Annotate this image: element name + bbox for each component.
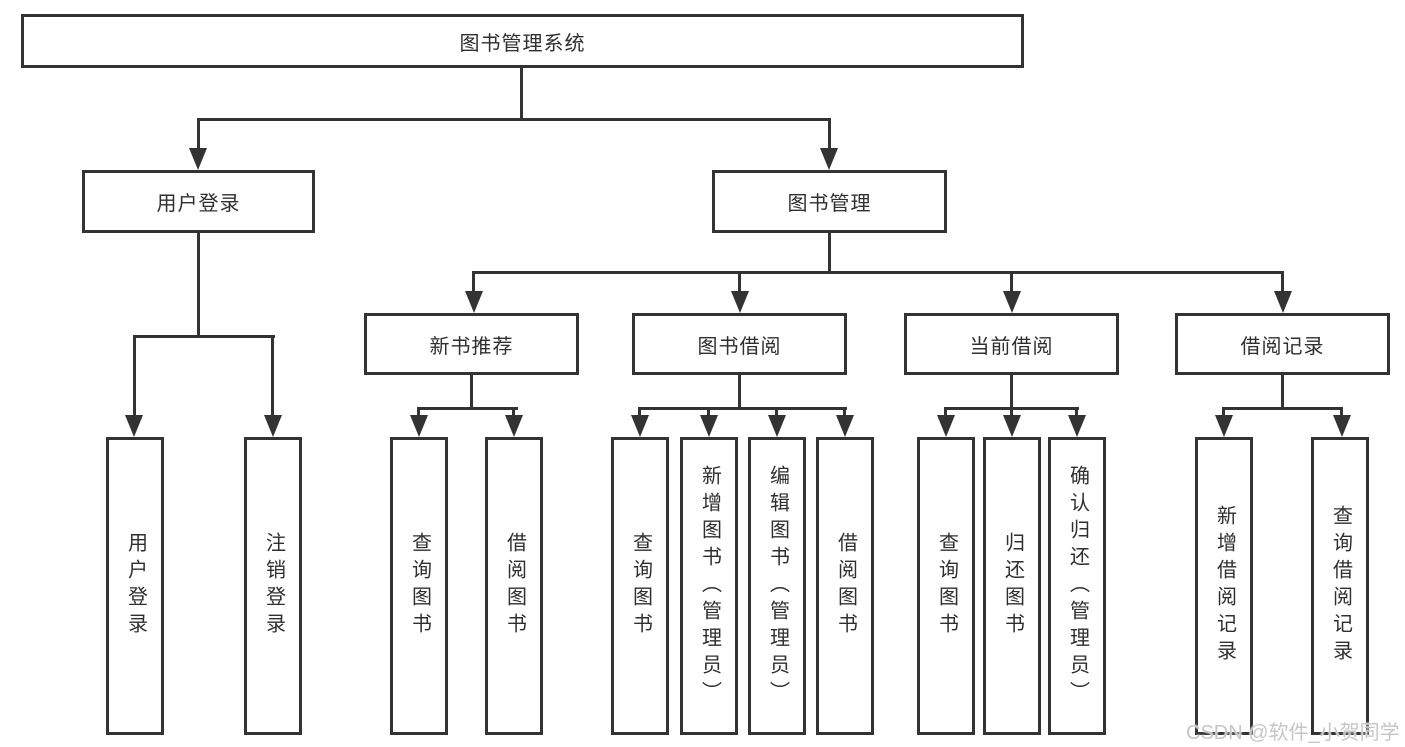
- leaf-query-books-recommend-label: 查询图书: [408, 532, 431, 640]
- node-book-borrowing-label: 图书借阅: [697, 335, 782, 358]
- connector-line: [843, 407, 846, 417]
- leaf-user-login-label: 用户登录: [124, 532, 147, 640]
- arrowhead-down: [937, 415, 955, 437]
- arrowhead-down: [768, 415, 786, 437]
- leaf-query-borrow-record: 查询借阅记录: [1311, 437, 1369, 735]
- node-current-borrowing: 当前借阅: [904, 313, 1119, 375]
- leaf-add-borrow-record: 新增借阅记录: [1195, 437, 1253, 735]
- arrowhead-down: [1333, 415, 1351, 437]
- connector-line: [271, 335, 274, 417]
- arrowhead-down: [1274, 291, 1292, 313]
- connector-line: [197, 118, 200, 150]
- node-user-login: 用户登录: [82, 170, 315, 233]
- connector-line: [417, 407, 518, 410]
- connector-line: [944, 407, 947, 417]
- node-book-management-label: 图书管理: [787, 193, 872, 215]
- arrowhead-down: [1003, 291, 1021, 313]
- connector-line: [417, 407, 420, 417]
- node-library-management-system: 图书管理系统: [21, 14, 1024, 68]
- connector-line: [520, 66, 523, 121]
- arrowhead-down: [731, 291, 749, 313]
- leaf-query-books-borrowing: 查询图书: [611, 437, 669, 735]
- leaf-return-book-label: 归还图书: [1001, 532, 1024, 640]
- watermark-text: CSDN @软件_小贺同学: [1186, 722, 1400, 744]
- arrowhead-down: [1003, 415, 1021, 437]
- leaf-query-books-current-label: 查询图书: [935, 532, 958, 640]
- arrowhead-down: [836, 415, 854, 437]
- connector-line: [738, 271, 741, 293]
- leaf-add-borrow-record-label: 新增借阅记录: [1213, 505, 1236, 667]
- connector-line: [133, 335, 136, 417]
- arrowhead-down: [189, 148, 207, 170]
- connector-line: [1075, 407, 1078, 417]
- node-borrowing-records: 借阅记录: [1175, 313, 1390, 375]
- arrowhead-down: [820, 148, 838, 170]
- leaf-confirm-return-admin-label: 确认归还（管理员）: [1066, 464, 1089, 708]
- connector-line: [1010, 407, 1013, 417]
- node-new-book-recommendation: 新书推荐: [364, 313, 579, 375]
- leaf-query-books-borrowing-label: 查询图书: [629, 532, 652, 640]
- arrowhead-down: [465, 291, 483, 313]
- leaf-return-book: 归还图书: [983, 437, 1041, 735]
- connector-line: [512, 407, 515, 417]
- leaf-confirm-return-admin: 确认归还（管理员）: [1048, 437, 1106, 735]
- connector-line: [775, 407, 778, 417]
- leaf-borrow-books-recommend-label: 借阅图书: [503, 532, 526, 640]
- leaf-edit-book-admin: 编辑图书（管理员）: [748, 437, 806, 735]
- leaf-borrow-books-recommend: 借阅图书: [485, 437, 543, 735]
- leaf-user-login: 用户登录: [106, 437, 164, 735]
- leaf-borrow-books-borrowing-label: 借阅图书: [834, 532, 857, 640]
- node-user-login-label: 用户登录: [156, 193, 241, 215]
- node-borrowing-records-label: 借阅记录: [1240, 335, 1325, 358]
- arrowhead-down: [631, 415, 649, 437]
- node-book-management: 图书管理: [712, 170, 947, 233]
- arrowhead-down: [505, 415, 523, 437]
- leaf-query-borrow-record-label: 查询借阅记录: [1329, 505, 1352, 667]
- connector-line: [1340, 407, 1343, 417]
- connector-line: [1222, 407, 1225, 417]
- leaf-add-book-admin-label: 新增图书（管理员）: [698, 464, 721, 708]
- connector-line: [1010, 373, 1013, 410]
- connector-line: [638, 407, 641, 417]
- leaf-query-books-current: 查询图书: [917, 437, 975, 735]
- leaf-edit-book-admin-label: 编辑图书（管理员）: [766, 464, 789, 708]
- leaf-logout-label: 注销登录: [262, 532, 285, 640]
- leaf-logout: 注销登录: [244, 437, 302, 735]
- connector-line: [197, 118, 831, 121]
- connector-line: [1222, 407, 1343, 410]
- arrowhead-down: [125, 415, 143, 437]
- node-new-book-recommendation-label: 新书推荐: [429, 335, 514, 358]
- connector-line: [472, 271, 1284, 274]
- connector-line: [133, 335, 275, 338]
- arrowhead-down: [410, 415, 428, 437]
- leaf-borrow-books-borrowing: 借阅图书: [816, 437, 874, 735]
- arrowhead-down: [700, 415, 718, 437]
- node-book-borrowing: 图书借阅: [632, 313, 847, 375]
- connector-line: [738, 373, 741, 410]
- connector-line: [828, 231, 831, 274]
- connector-line: [1281, 373, 1284, 410]
- arrowhead-down: [264, 415, 282, 437]
- connector-line: [1010, 271, 1013, 293]
- connector-line: [472, 271, 475, 293]
- leaf-query-books-recommend: 查询图书: [390, 437, 448, 735]
- arrowhead-down: [1068, 415, 1086, 437]
- connector-line: [197, 231, 200, 338]
- connector-line: [1281, 271, 1284, 293]
- connector-line: [470, 373, 473, 410]
- node-library-management-system-label: 图书管理系统: [459, 32, 586, 55]
- connector-line: [707, 407, 710, 417]
- node-current-borrowing-label: 当前借阅: [969, 335, 1054, 358]
- connector-line: [828, 118, 831, 150]
- arrowhead-down: [1215, 415, 1233, 437]
- connector-line: [638, 407, 847, 410]
- leaf-add-book-admin: 新增图书（管理员）: [680, 437, 738, 735]
